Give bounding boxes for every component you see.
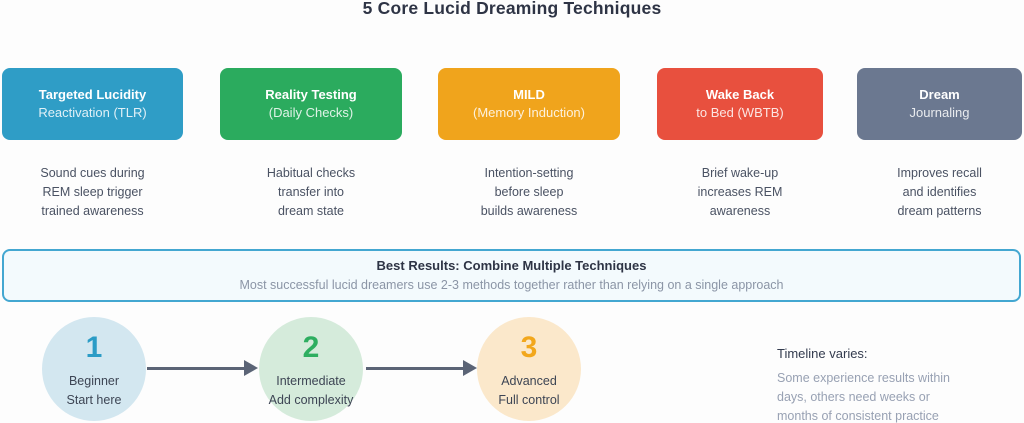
best-results-banner: Best Results: Combine Multiple Technique… xyxy=(2,249,1021,302)
description-line: transfer into xyxy=(277,185,344,199)
description-line: Sound cues during xyxy=(40,166,145,180)
step-circle-beginner: 1 Beginner Start here xyxy=(42,317,146,421)
flow-arrow-head-icon xyxy=(463,360,477,376)
technique-column-dream-journaling: Dream Journaling Improves recall and ide… xyxy=(857,68,1022,221)
timeline-line: Some experience results within xyxy=(777,371,950,385)
banner-subtitle: Most successful lucid dreamers use 2-3 m… xyxy=(239,278,784,292)
step-labels: Intermediate Add complexity xyxy=(269,372,354,410)
technique-subtitle: (Daily Checks) xyxy=(268,105,354,120)
step-label: Full control xyxy=(498,393,560,407)
technique-title: Targeted Lucidity xyxy=(38,87,147,102)
technique-title: Reality Testing xyxy=(265,87,357,102)
timeline-line: months of consistent practice xyxy=(777,409,939,423)
step-label: Add complexity xyxy=(268,393,354,407)
technique-card-dream-journaling: Dream Journaling xyxy=(857,68,1022,140)
step-label: Start here xyxy=(66,393,122,407)
technique-description: Improves recall and identifies dream pat… xyxy=(857,164,1022,221)
technique-title: MILD xyxy=(513,87,545,102)
technique-subtitle: to Bed (WBTB) xyxy=(696,105,784,120)
technique-subtitle: Reactivation (TLR) xyxy=(38,105,147,120)
technique-title: Dream xyxy=(919,87,960,102)
timeline-body: Some experience results within days, oth… xyxy=(777,369,1012,423)
flow-arrow-head-icon xyxy=(244,360,258,376)
step-circle-advanced: 3 Advanced Full control xyxy=(477,317,581,421)
step-label: Beginner xyxy=(68,374,120,388)
timeline-heading: Timeline varies: xyxy=(777,346,868,361)
step-label: Advanced xyxy=(501,374,557,388)
technique-subtitle: (Memory Induction) xyxy=(473,105,585,120)
description-line: dream state xyxy=(277,204,344,218)
description-line: awareness xyxy=(709,204,771,218)
step-labels: Beginner Start here xyxy=(67,372,122,410)
technique-card-mild: MILD (Memory Induction) xyxy=(438,68,620,140)
description-line: Intention-setting xyxy=(484,166,574,180)
technique-description: Brief wake-up increases REM awareness xyxy=(657,164,823,221)
technique-subtitle: Journaling xyxy=(909,105,970,120)
technique-column-reality-testing: Reality Testing (Daily Checks) Habitual … xyxy=(220,68,402,221)
description-line: builds awareness xyxy=(480,204,578,218)
technique-column-wbtb: Wake Back to Bed (WBTB) Brief wake-up in… xyxy=(657,68,823,221)
description-line: trained awareness xyxy=(41,204,144,218)
description-line: Brief wake-up xyxy=(701,166,779,180)
technique-column-tlr: Targeted Lucidity Reactivation (TLR) Sou… xyxy=(2,68,183,221)
description-line: increases REM xyxy=(697,185,783,199)
step-label: Intermediate xyxy=(276,374,346,388)
description-line: and identifies xyxy=(902,185,977,199)
flow-arrow-line xyxy=(147,367,245,370)
technique-title: Wake Back xyxy=(705,87,775,102)
banner-title: Best Results: Combine Multiple Technique… xyxy=(376,258,647,273)
timeline-line: days, others need weeks or xyxy=(777,390,930,404)
technique-card-reality-testing: Reality Testing (Daily Checks) xyxy=(220,68,402,140)
description-line: dream patterns xyxy=(897,204,982,218)
flow-arrow-line xyxy=(366,367,464,370)
technique-description: Sound cues during REM sleep trigger trai… xyxy=(2,164,183,221)
technique-card-tlr: Targeted Lucidity Reactivation (TLR) xyxy=(2,68,183,140)
step-number: 1 xyxy=(85,331,103,364)
step-circle-intermediate: 2 Intermediate Add complexity xyxy=(259,317,363,421)
technique-card-wbtb: Wake Back to Bed (WBTB) xyxy=(657,68,823,140)
step-number: 2 xyxy=(302,331,320,364)
timeline-note: Timeline varies: Some experience results… xyxy=(777,345,1012,423)
technique-description: Intention-setting before sleep builds aw… xyxy=(438,164,620,221)
technique-description: Habitual checks transfer into dream stat… xyxy=(220,164,402,221)
step-labels: Advanced Full control xyxy=(498,372,559,410)
description-line: REM sleep trigger xyxy=(42,185,143,199)
description-line: Improves recall xyxy=(897,166,982,180)
step-number: 3 xyxy=(520,331,538,364)
description-line: Habitual checks xyxy=(266,166,356,180)
description-line: before sleep xyxy=(494,185,564,199)
page-title: 5 Core Lucid Dreaming Techniques xyxy=(362,0,662,18)
technique-column-mild: MILD (Memory Induction) Intention-settin… xyxy=(438,68,620,221)
